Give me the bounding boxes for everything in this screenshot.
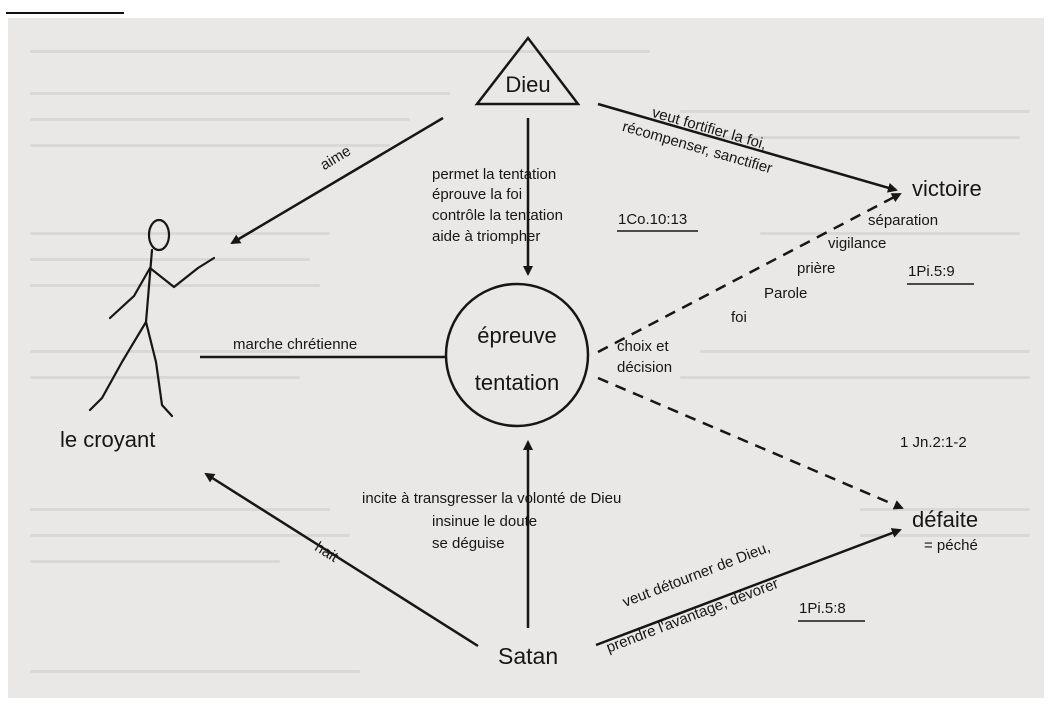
defaite-sub-label: = péché (924, 537, 978, 554)
label-permet-1: permet la tentation (432, 166, 556, 183)
arrow-dieu-aime-croyant (230, 116, 444, 245)
label-choix-2: décision (617, 359, 672, 376)
label-vigilance: vigilance (828, 235, 886, 252)
label-choix-1: choix et (617, 338, 670, 355)
label-separation: séparation (868, 212, 938, 229)
label-incite-2: insinue le doute (432, 513, 537, 530)
arrow-dashed-to-defaite (597, 376, 904, 510)
permet-text-block: permet la tentation éprouve la foi contr… (432, 166, 563, 245)
incite-text-block: incite à transgresser la volonté de Dieu… (362, 490, 621, 552)
label-permet-2: éprouve la foi (432, 186, 522, 203)
arrow-satan-hait-croyant (204, 472, 479, 648)
ref-1jn: 1 Jn.2:1-2 (900, 434, 967, 451)
croyant-stick-figure-icon (88, 218, 216, 418)
tentation-label: tentation (475, 370, 559, 395)
label-foi: foi (731, 309, 747, 326)
header-rule (6, 12, 124, 14)
label-incite-3: se déguise (432, 535, 505, 552)
croyant-label: le croyant (60, 427, 155, 452)
arrow-dieu-to-victoire (597, 102, 898, 193)
dieu-label: Dieu (505, 72, 550, 97)
label-aime: aime (317, 142, 354, 173)
ref-1pi58: 1Pi.5:8 (799, 600, 846, 617)
satan-label: Satan (498, 643, 558, 669)
label-permet-3: contrôle la tentation (432, 207, 563, 224)
label-parole: Parole (764, 285, 807, 302)
ref-1co: 1Co.10:13 (618, 211, 687, 228)
label-permet-4: aide à triompher (432, 228, 540, 245)
defaite-label: défaite (912, 507, 978, 532)
page-background (8, 18, 1044, 698)
arrow-satan-to-defaite (595, 528, 902, 647)
epreuve-circle (444, 282, 590, 428)
label-priere: prière (797, 260, 835, 277)
dieu-triangle (474, 35, 581, 106)
epreuve-label: épreuve (477, 323, 557, 348)
label-satan-action-2: prendre l'avantage, dévorer (604, 575, 781, 656)
label-marche-chretienne: marche chrétienne (233, 336, 357, 353)
victoire-label: victoire (912, 176, 982, 201)
label-incite-1: incite à transgresser la volonté de Dieu (362, 490, 621, 507)
ref-1pi59: 1Pi.5:9 (908, 263, 955, 280)
